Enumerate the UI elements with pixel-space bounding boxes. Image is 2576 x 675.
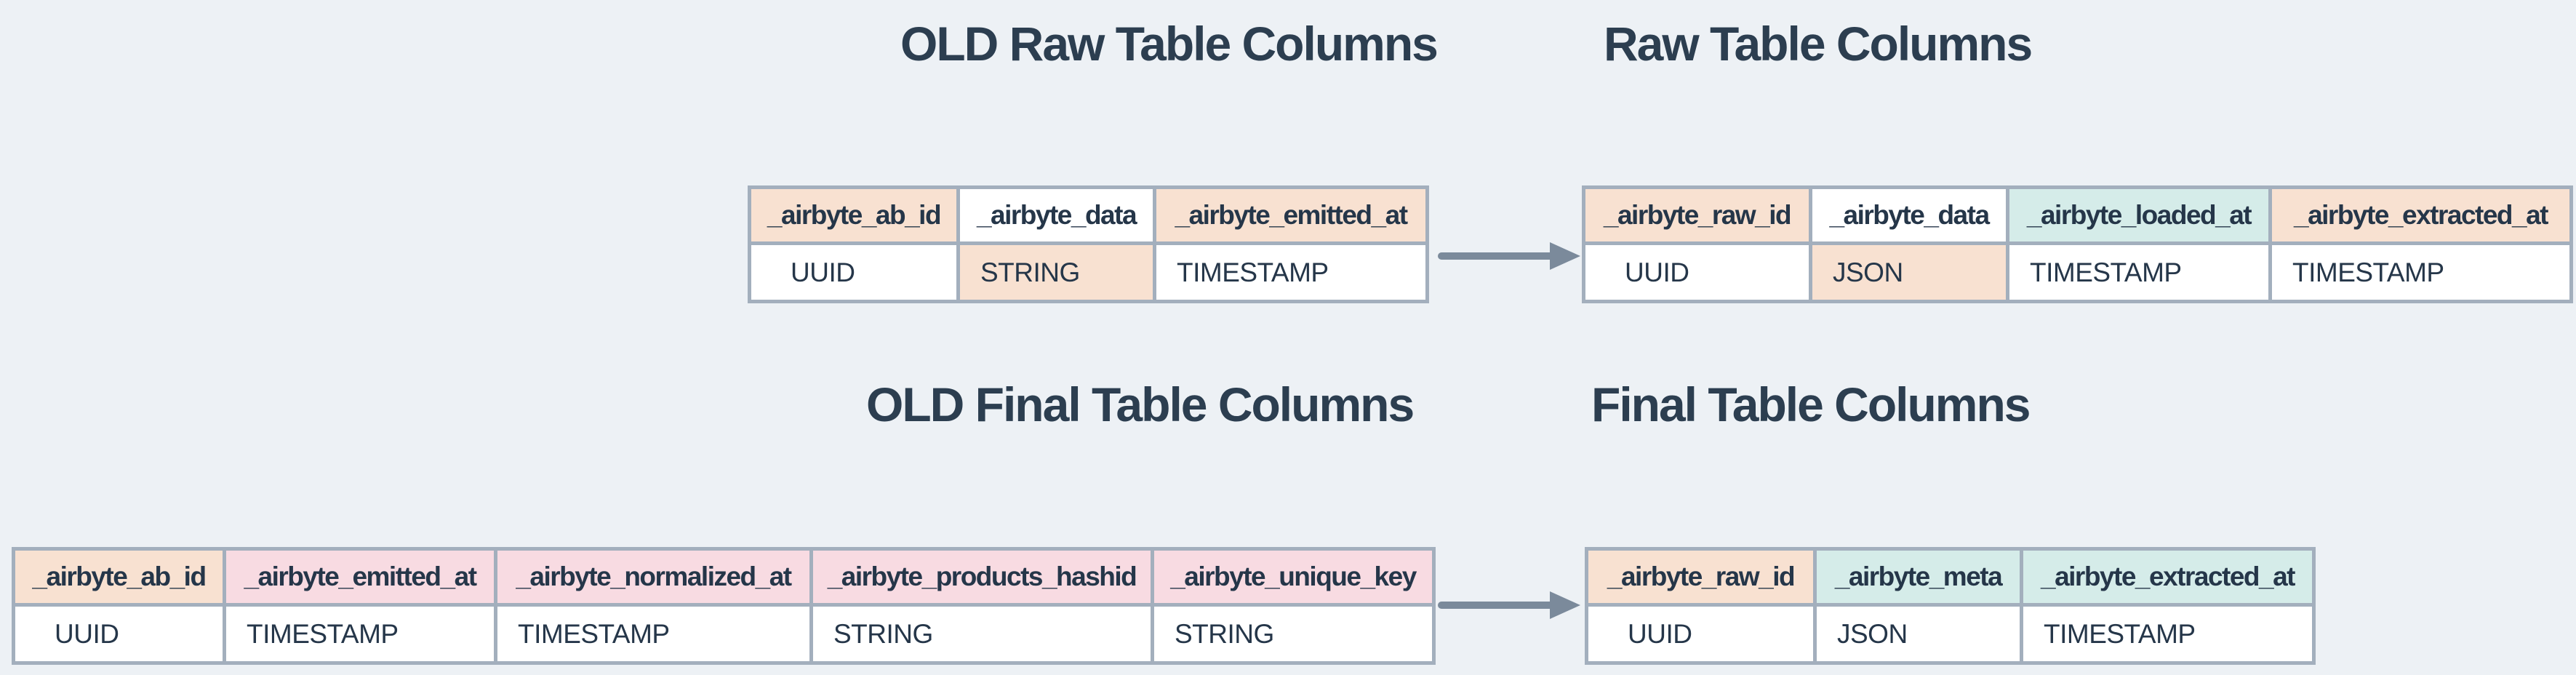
column-header-cell: _airbyte_emitted_at xyxy=(1156,189,1425,241)
column-type-cell: UUID xyxy=(751,245,956,300)
column-type-label: UUID xyxy=(55,618,119,649)
column-type-cell: UUID xyxy=(1588,607,1813,661)
column-type-label: UUID xyxy=(1625,257,1689,287)
column-type-label: JSON xyxy=(1837,618,1908,649)
column-header-cell: _airbyte_meta xyxy=(1817,551,2020,603)
column-name-label: _airbyte_emitted_at xyxy=(244,562,477,591)
column-header-cell: _airbyte_extracted_at xyxy=(2272,189,2569,241)
column-type-cell: STRING xyxy=(1154,607,1432,661)
column-type-label: UUID xyxy=(791,257,855,287)
final-table-title: Final Table Columns xyxy=(1591,378,2031,431)
final-table: _airbyte_raw_id _airbyte_meta _airbyte_ext… xyxy=(1585,547,2316,665)
column-header-cell: _airbyte_data xyxy=(1812,189,2006,241)
column-header-cell: _airbyte_ab_id xyxy=(15,551,223,603)
column-name-label: _airbyte_products_hashid xyxy=(827,562,1137,591)
column-header-cell: _airbyte_extracted_at xyxy=(2023,551,2312,603)
column-name-label: _airbyte_raw_id xyxy=(1607,562,1796,591)
column-name-label: _airbyte_normalized_at xyxy=(516,562,792,591)
column-header-cell: _airbyte_normalized_at xyxy=(497,551,809,603)
column-name-label: _airbyte_extracted_at xyxy=(2294,200,2549,230)
column-name-label: _airbyte_data xyxy=(1829,200,1990,230)
column-type-cell: JSON xyxy=(1817,607,2020,661)
column-name-label: _airbyte_ab_id xyxy=(32,562,207,591)
column-name-label: _airbyte_data xyxy=(976,200,1137,230)
column-type-cell: UUID xyxy=(15,607,223,661)
column-type-cell: UUID xyxy=(1585,245,1809,300)
column-name-label: _airbyte_emitted_at xyxy=(1175,200,1408,230)
column-type-cell: TIMESTAMP xyxy=(226,607,494,661)
column-name-label: _airbyte_raw_id xyxy=(1603,200,1792,230)
column-type-cell: TIMESTAMP xyxy=(1156,245,1425,300)
column-header-cell: _airbyte_data xyxy=(960,189,1153,241)
column-type-cell: STRING xyxy=(813,607,1151,661)
column-type-cell: STRING xyxy=(960,245,1153,300)
old-final-table-title: OLD Final Table Columns xyxy=(866,378,1415,431)
column-header-cell: _airbyte_raw_id xyxy=(1585,189,1809,241)
column-name-label: _airbyte_unique_key xyxy=(1170,562,1417,591)
column-type-label: STRING xyxy=(980,257,1080,287)
column-name-label: _airbyte_meta xyxy=(1834,562,2003,591)
column-header-cell: _airbyte_products_hashid xyxy=(813,551,1151,603)
column-type-cell: TIMESTAMP xyxy=(497,607,809,661)
raw-table: _airbyte_raw_id _airbyte_data _airbyte_loa… xyxy=(1582,185,2573,303)
column-type-label: TIMESTAMP xyxy=(1177,257,1329,287)
column-header-cell: _airbyte_ab_id xyxy=(751,189,956,241)
column-type-label: TIMESTAMP xyxy=(2044,618,2196,649)
column-header-cell: _airbyte_emitted_at xyxy=(226,551,494,603)
column-type-cell: TIMESTAMP xyxy=(2272,245,2569,300)
column-header-cell: _airbyte_loaded_at xyxy=(2009,189,2268,241)
column-type-cell: TIMESTAMP xyxy=(2009,245,2268,300)
column-type-cell: TIMESTAMP xyxy=(2023,607,2312,661)
old-raw-table: _airbyte_ab_id _airbyte_data _airbyte_emit… xyxy=(748,185,1429,303)
column-type-label: STRING xyxy=(1175,618,1274,649)
raw-table-title: Raw Table Columns xyxy=(1604,17,2033,71)
raw-migration-arrow-right-icon xyxy=(1438,242,1580,270)
column-name-label: _airbyte_extracted_at xyxy=(2041,562,2296,591)
column-type-label: STRING xyxy=(833,618,933,649)
column-name-label: _airbyte_loaded_at xyxy=(2026,200,2252,230)
column-type-label: UUID xyxy=(1628,618,1692,649)
column-header-cell: _airbyte_raw_id xyxy=(1588,551,1813,603)
column-type-label: TIMESTAMP xyxy=(247,618,399,649)
column-header-cell: _airbyte_unique_key xyxy=(1154,551,1432,603)
final-migration-arrow-right-icon xyxy=(1438,591,1580,619)
column-type-cell: JSON xyxy=(1812,245,2006,300)
column-type-label: JSON xyxy=(1833,257,1903,287)
column-type-label: TIMESTAMP xyxy=(2030,257,2182,287)
column-name-label: _airbyte_ab_id xyxy=(767,200,942,230)
old-raw-table-title: OLD Raw Table Columns xyxy=(900,17,1439,71)
column-type-label: TIMESTAMP xyxy=(2292,257,2444,287)
column-type-label: TIMESTAMP xyxy=(518,618,670,649)
old-final-table: _airbyte_ab_id _airbyte_emitted_at _airbyt… xyxy=(12,547,1436,665)
